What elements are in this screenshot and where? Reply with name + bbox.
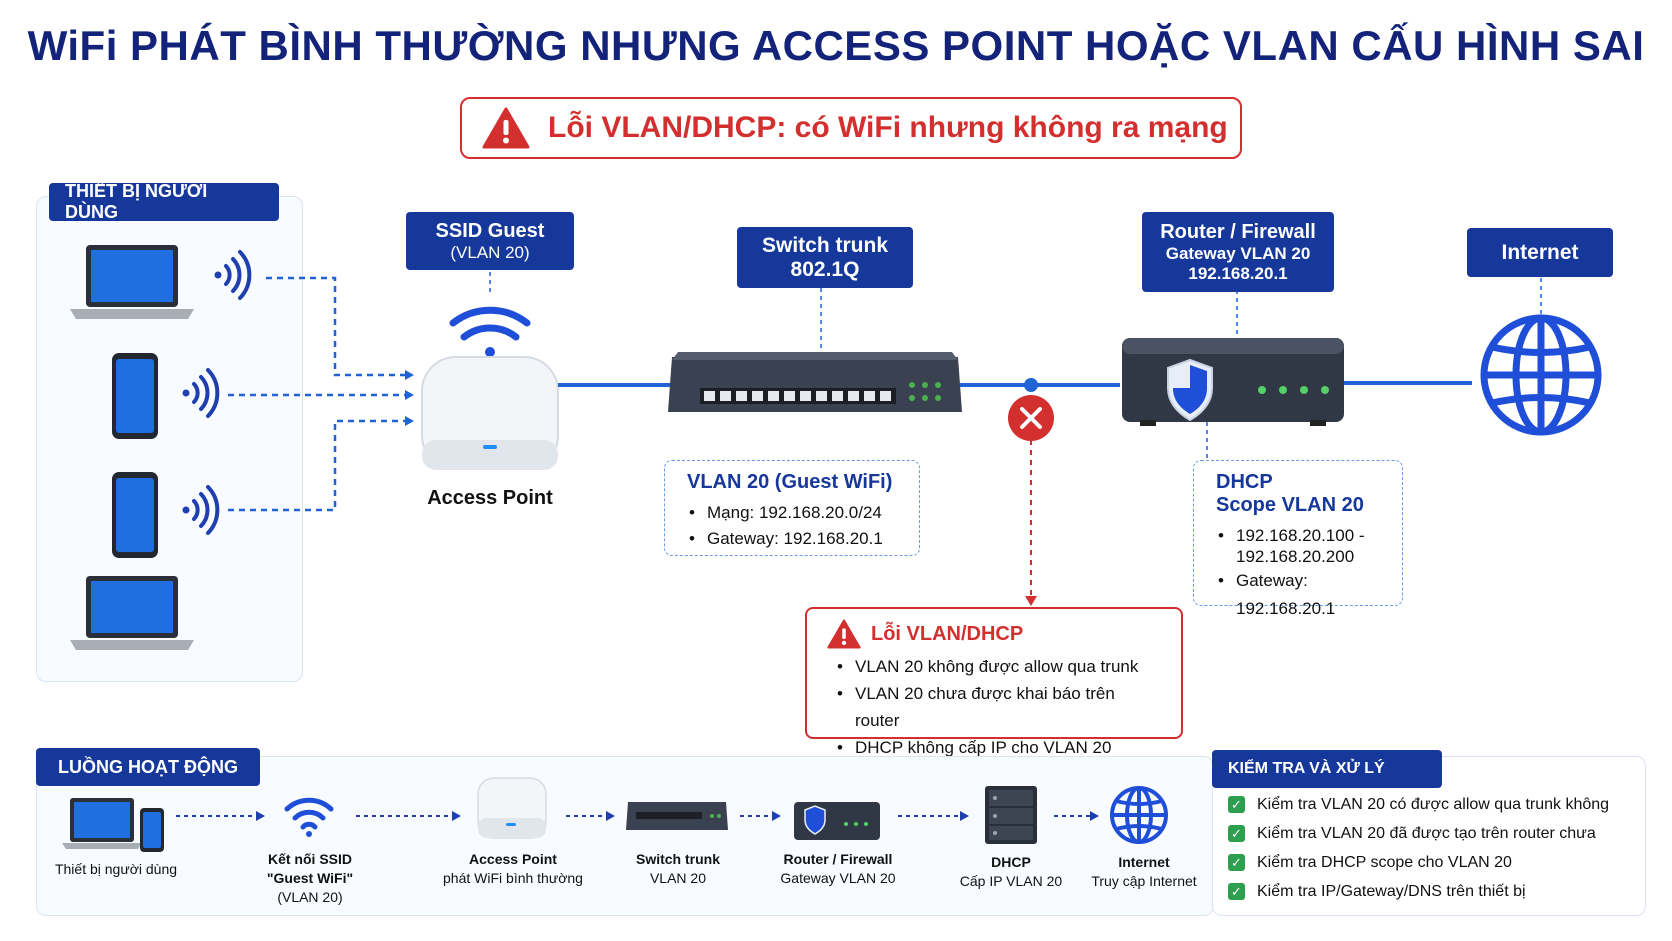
globe-icon (1480, 314, 1602, 436)
error-x-icon (1008, 395, 1054, 441)
wifi-icon (284, 797, 334, 837)
switch-icon (626, 802, 728, 830)
flow-step-switch: Switch trunk VLAN 20 (635, 851, 720, 886)
checkmark-icon: ✓ (1228, 825, 1245, 842)
shield-icon (1167, 358, 1213, 422)
switch-port (880, 391, 891, 401)
arrow-heads (405, 370, 414, 426)
signal-icon (182, 250, 252, 535)
internet-label: Internet (1467, 228, 1613, 277)
switch-port (704, 391, 715, 401)
switch-port (864, 391, 875, 401)
flow-step-internet: Internet Truy cập Internet (1091, 854, 1197, 889)
check-item: ✓Kiểm tra DHCP scope cho VLAN 20 (1228, 848, 1638, 877)
laptop-phone-icon (62, 798, 164, 852)
check-item: ✓Kiểm tra VLAN 20 đã được tạo trên route… (1228, 819, 1638, 848)
flow-section-tag: LUỒNG HOẠT ĐỘNG (36, 748, 260, 786)
check-item: ✓Kiểm tra VLAN 20 có được allow qua trun… (1228, 790, 1638, 819)
globe-icon (1110, 786, 1168, 844)
switch-port (816, 391, 827, 401)
ssid-label: SSID Guest (VLAN 20) (406, 212, 574, 270)
flow-step-ap: Access Point phát WiFi bình thường (443, 851, 583, 886)
flow-step-devices: Thiết bị người dùng (54, 861, 178, 877)
devices-section-tag: THIẾT BỊ NGƯỜI DÙNG (49, 181, 279, 222)
laptop-icon (70, 245, 194, 319)
warning-icon (827, 619, 861, 649)
access-point-device (421, 356, 559, 470)
checks-section-tag: KIỂM TRA VÀ XỬ LÝ (1212, 750, 1442, 788)
wired-link (558, 381, 1472, 387)
wifi-icon (449, 306, 531, 357)
checkmark-icon: ✓ (1228, 883, 1245, 900)
error-box: Lỗi VLAN/DHCP VLAN 20 không được allow q… (805, 607, 1183, 761)
switch-port (768, 391, 779, 401)
server-icon (985, 786, 1037, 844)
flow-step-ssid: Kết nối SSID "Guest WiFi" (VLAN 20) (266, 851, 354, 905)
link-node (1024, 378, 1038, 392)
router-icon (794, 802, 880, 840)
warning-icon (482, 107, 530, 149)
flow-arrow-heads (256, 811, 1099, 821)
leader-lines (489, 272, 1542, 460)
check-item: ✓Kiểm tra IP/Gateway/DNS trên thiết bị (1228, 877, 1638, 906)
switch-leds (909, 382, 941, 401)
switch-port (784, 391, 795, 401)
checks-list: ✓Kiểm tra VLAN 20 có được allow qua trun… (1228, 790, 1638, 906)
alert-banner: Lỗi VLAN/DHCP: có WiFi nhưng không ra mạ… (460, 97, 1242, 159)
vlan-info-box: VLAN 20 (Guest WiFi) Mạng: 192.168.20.0/… (664, 460, 920, 556)
wireless-link (228, 276, 405, 512)
checkmark-icon: ✓ (1228, 854, 1245, 871)
switch-port (800, 391, 811, 401)
switch-port (752, 391, 763, 401)
access-point-label: Access Point (427, 487, 553, 509)
switch-port (720, 391, 731, 401)
page-title: WiFi PHÁT BÌNH THƯỜNG NHƯNG ACCESS POINT… (27, 22, 1645, 69)
switch-label: Switch trunk 802.1Q (737, 227, 913, 288)
switch-ports (704, 391, 891, 401)
phone-icon (112, 472, 158, 558)
router-label: Router / Firewall Gateway VLAN 20 192.16… (1142, 212, 1334, 292)
alert-text: Lỗi VLAN/DHCP: có WiFi nhưng không ra mạ… (548, 111, 1228, 144)
error-path (1025, 440, 1037, 606)
dhcp-info-box: DHCP Scope VLAN 20 192.168.20.100 - 192.… (1193, 460, 1403, 618)
checkmark-icon: ✓ (1228, 796, 1245, 813)
flow-step-dhcp: DHCP Cấp IP VLAN 20 (959, 854, 1063, 889)
switch-port (736, 391, 747, 401)
switch-port (832, 391, 843, 401)
laptop-icon (70, 576, 194, 650)
switch-port (848, 391, 859, 401)
phone-icon (112, 353, 158, 439)
access-point-icon (477, 777, 547, 839)
flow-step-router: Router / Firewall Gateway VLAN 20 (780, 851, 896, 886)
